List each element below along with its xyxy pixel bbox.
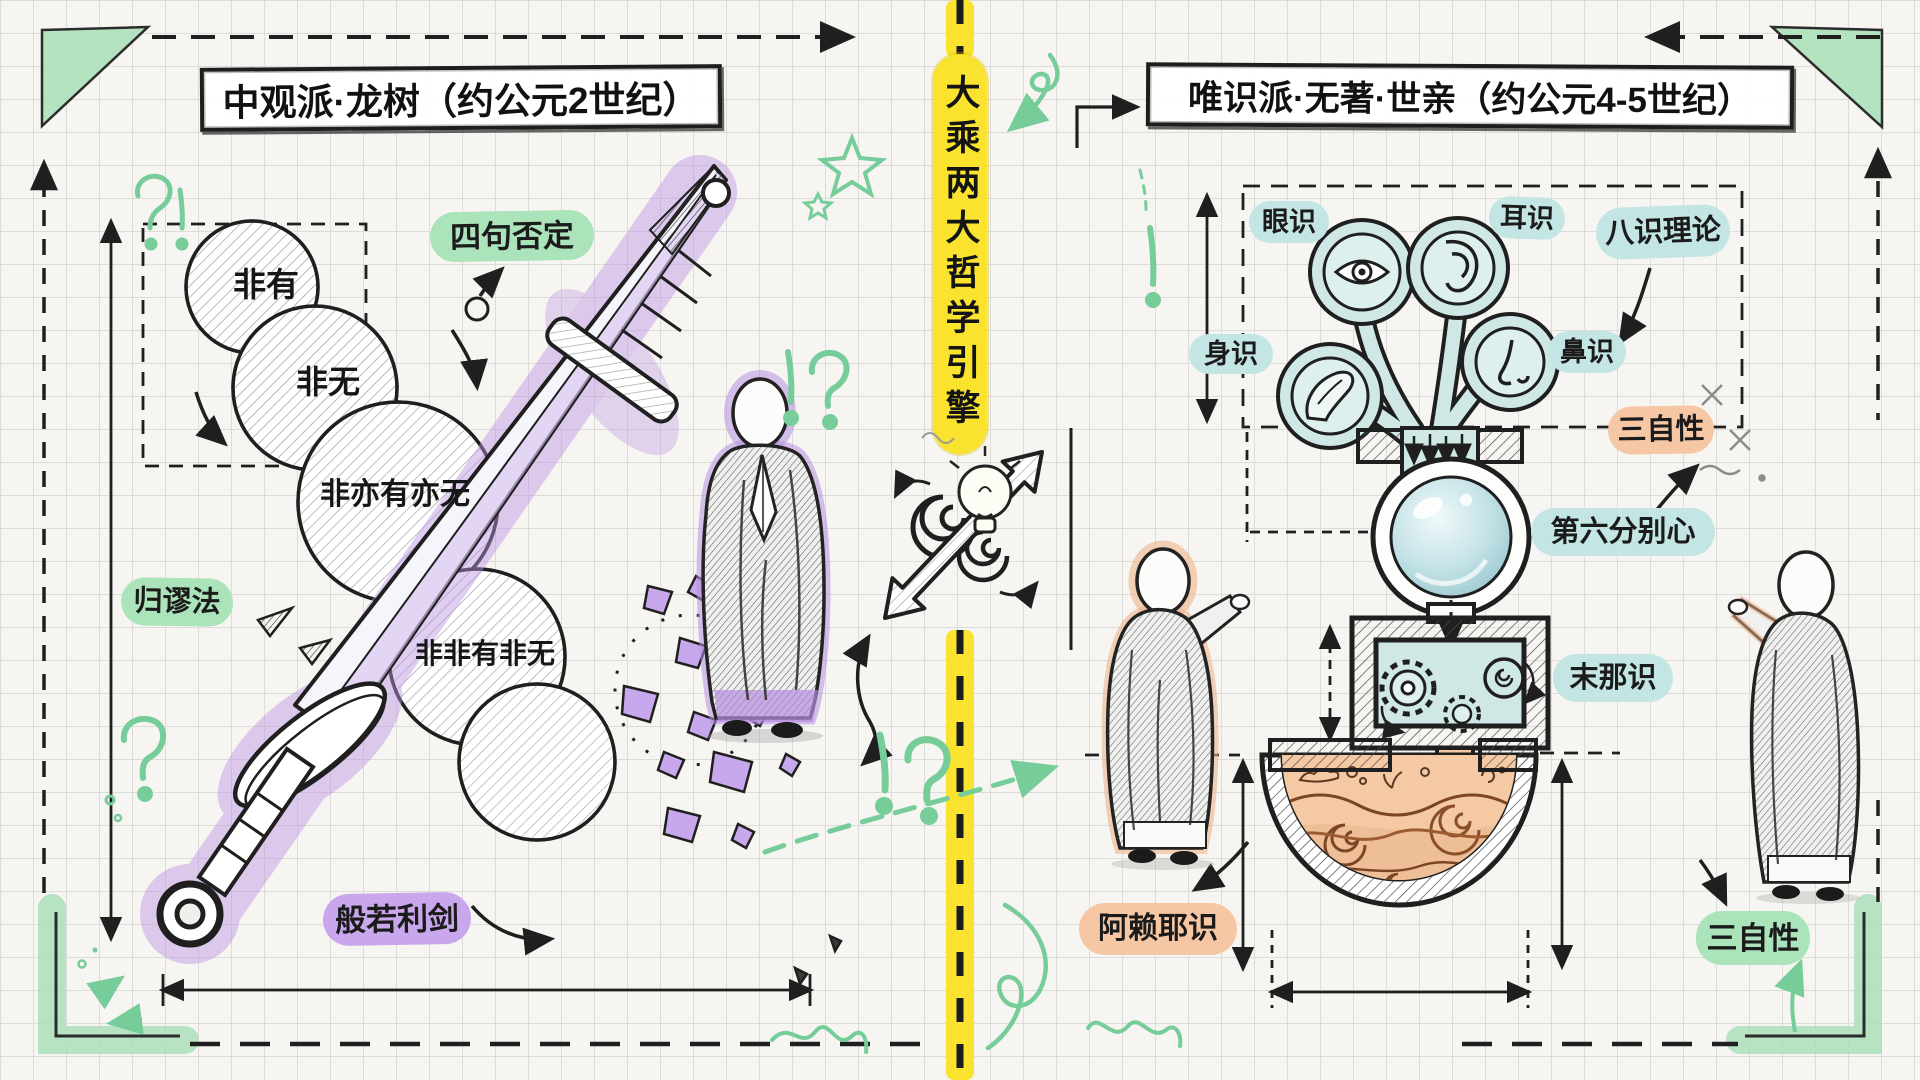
sword-grip (196, 746, 316, 898)
green-dashed-arrow (762, 760, 1060, 855)
pencil-marks (1699, 384, 1766, 482)
green-doodles (104, 52, 1183, 1054)
center-banner: 大乘两大哲学引擎 (933, 54, 987, 454)
exclamation-question-lower (875, 731, 951, 825)
badge-body-consciousness: 身识 (1189, 334, 1273, 374)
badge-three-natures-bottom: 三自性 (1696, 911, 1810, 965)
left-title-text: 中观派·龙树（约公元2世纪） (222, 79, 700, 124)
exclamation-question-mid (783, 349, 850, 430)
loop-arrow (1006, 52, 1060, 133)
sword-illustration (140, 155, 737, 964)
banner-title: 大乘两大哲学引擎 (940, 74, 980, 434)
green-squiggle-right (1086, 1020, 1183, 1048)
sword-upper-guard (545, 316, 679, 424)
corner-triangle-top-right (1768, 25, 1884, 130)
badge-alaya-consciousness: 阿赖耶识 (1079, 903, 1237, 955)
consciousness-machine (1259, 216, 1560, 908)
badge-eight-consciousness-theory: 八识理论 (1595, 203, 1731, 261)
badge-three-natures-top: 三自性 (1607, 405, 1715, 455)
sword-wrap-hatch (621, 248, 712, 360)
alaya-bowl (1259, 738, 1539, 908)
monk-head (731, 377, 789, 449)
star-icon (801, 132, 888, 222)
glass-sphere (1389, 475, 1513, 599)
machine-collar (1356, 428, 1524, 464)
corner-bracket-bottom-left (38, 894, 199, 1054)
sense-body (1276, 342, 1384, 450)
eye-icon (1333, 259, 1391, 285)
term-not-nonexisting: 非无 (295, 364, 360, 400)
term-not-existing: 非有 (233, 266, 299, 303)
badge-prajna-sword: 般若利剑 (322, 891, 472, 947)
term-not-both: 非亦有亦无 (320, 478, 470, 511)
ear-icon (1445, 239, 1479, 293)
badge-manas-consciousness: 末那识 (1553, 654, 1673, 702)
corner-triangle-top-left (40, 25, 152, 129)
gearbox-walls (1349, 615, 1551, 751)
divider-band-bottom (946, 630, 974, 1080)
corner-bracket-bottom-right (1726, 894, 1882, 1054)
badge-eye-consciousness: 眼识 (1249, 201, 1329, 243)
badge-nose-consciousness: 鼻识 (1548, 331, 1626, 373)
tongue-icon (1305, 370, 1355, 422)
badge-ear-consciousness: 耳识 (1488, 195, 1566, 241)
sword-ring-pommel (156, 880, 224, 948)
monk-asanga (1101, 540, 1251, 870)
badge-tetralemma: 四句否定 (429, 209, 595, 263)
term-not-neither: 非非有非无 (414, 638, 555, 669)
dimension-lines (30, 21, 1892, 1047)
divider-band-top (946, 0, 974, 58)
right-title-text: 唯识派·无著·世亲（约公元4-5世纪） (1187, 78, 1753, 120)
gesture-hand (1229, 593, 1251, 611)
nose-icon (1498, 339, 1530, 386)
left-school-title: 中观派·龙树（约公元2世纪） (199, 64, 723, 132)
sense-eye (1308, 218, 1416, 326)
badge-reductio: 归谬法 (120, 577, 234, 627)
bowl-flanges (1268, 738, 1538, 772)
exclamation-right (1138, 168, 1161, 308)
center-divider: 大乘两大哲学引擎 (933, 0, 987, 1080)
sparkle-marks (255, 605, 334, 667)
monk-nagarjuna (696, 370, 831, 743)
sense-ear (1406, 216, 1510, 320)
monk-vasubandhu (1727, 550, 1861, 904)
gear-icon (1379, 657, 1547, 739)
green-spiral (985, 902, 1049, 1051)
question-mark-left (104, 715, 167, 823)
lightbulb-icon (921, 432, 1021, 534)
gesture-hand (1727, 598, 1749, 616)
question-exclamation-top-left (134, 173, 189, 251)
right-school-title: 唯识派·无著·世亲（约公元4-5世纪） (1145, 62, 1795, 130)
badge-sixth-discriminating-mind: 第六分别心 (1531, 508, 1715, 556)
green-squiggle-left (770, 1025, 869, 1054)
monk-purple-skirt (714, 690, 818, 722)
circle-extra (457, 682, 617, 842)
sense-nose (1460, 312, 1560, 412)
left-arrows (194, 266, 893, 956)
